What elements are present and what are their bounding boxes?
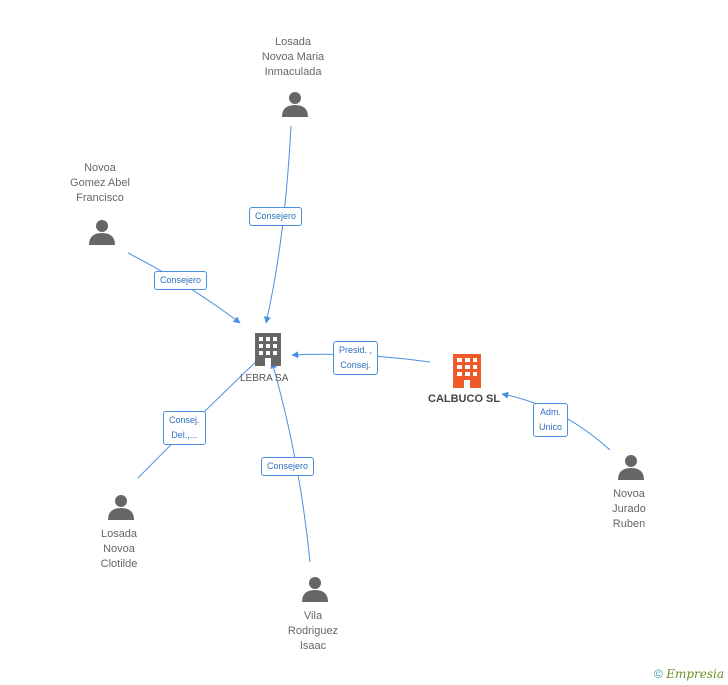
edge-label: Presid. , Consej. [333,341,379,375]
building-icon[interactable] [255,333,281,366]
person-name[interactable]: Losada Novoa Clotilde [100,528,138,570]
company-name[interactable]: LEBRA SA [240,373,289,384]
edge-line [263,125,292,324]
edge-label: Consejero [154,271,208,290]
person-name[interactable]: Vila Rodriguez Isaac [287,610,339,652]
person-icon[interactable] [618,455,644,480]
person-icon[interactable] [108,495,134,520]
person-name[interactable]: Novoa Jurado Ruben [612,488,646,530]
brand-logo: Empresia [666,667,724,681]
edge-label: Consej. Del.,... [163,411,206,445]
edge-label: Consejero [261,457,315,476]
person-name[interactable]: Losada Novoa Maria Inmaculada [261,36,325,78]
edge-label: Adm. Unico [533,403,569,437]
company-name-focus[interactable]: CALBUCO SL [428,393,501,405]
person-icon[interactable] [282,92,308,117]
person-name[interactable]: Novoa Gomez Abel Francisco [70,162,130,204]
footer-logo: © Empresia [654,667,724,681]
copyright-icon: © [654,667,663,681]
edge-label: Consejero [249,207,303,226]
person-icon[interactable] [89,220,115,245]
building-icon-focus[interactable] [453,354,481,388]
person-icon[interactable] [302,577,328,602]
